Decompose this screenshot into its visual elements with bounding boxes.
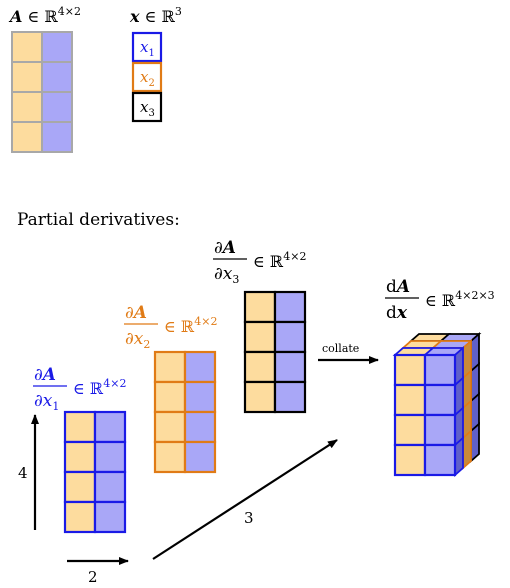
partial-matrix-cell [273, 290, 307, 324]
tensor-side-face [470, 422, 480, 463]
section-title: Partial derivatives: [17, 210, 180, 230]
matrix-a-cell [11, 61, 43, 93]
partial-matrix-cell [273, 320, 307, 354]
partial-matrix-cell [153, 350, 187, 384]
partial-matrix-cell [93, 470, 127, 504]
total-derivative: dA dx ∈ ℝ4×2×3 [385, 277, 495, 323]
partial-matrix-cell [273, 350, 307, 384]
partial-matrix-cell [243, 350, 277, 384]
matrix-a [11, 31, 73, 153]
axis-arrow-diagonal [152, 439, 338, 560]
partial-label-x3-numerator: ∂A [214, 238, 236, 258]
vector-x-cell-2 [131, 61, 163, 93]
partial-label-x3-denominator: ∂x3 [214, 264, 239, 286]
vector-x-cell-3 [131, 91, 163, 123]
partial-label-x2-denominator: ∂x2 [125, 329, 150, 351]
partial-matrix-x1 [63, 410, 127, 534]
matrix-a-cell [11, 121, 43, 153]
partial-matrix-cell [63, 500, 97, 534]
axis-label-horizontal: 2 [88, 568, 98, 586]
partial-derivative-matrices [63, 290, 307, 534]
matrix-a-cell [11, 91, 43, 123]
collate-label: collate [322, 342, 359, 355]
partial-matrix-cell [243, 290, 277, 324]
partial-label-x1: ∂A ∂x1 ∈ ℝ4×2 [33, 365, 126, 413]
matrix-a-label: A ∈ ℝ4×2 [8, 5, 81, 26]
total-derivative-space: ∈ ℝ4×2×3 [425, 289, 495, 310]
partial-matrix-cell [93, 410, 127, 444]
partial-matrix-cell [183, 410, 217, 444]
partial-matrix-cell [273, 380, 307, 414]
partial-derivative-labels: ∂A ∂x1 ∈ ℝ4×2 ∂A ∂x2 ∈ ℝ4×2 ∂A ∂x3 ∈ ℝ4×2 [33, 238, 306, 413]
partial-label-x2-space: ∈ ℝ4×2 [164, 315, 217, 336]
tensor-front-cell [423, 443, 457, 477]
partial-matrix-cell [93, 500, 127, 534]
partial-label-x3: ∂A ∂x3 ∈ ℝ4×2 [213, 238, 306, 286]
derivative-tensor-3d [392, 332, 482, 477]
tensor-front-cell [393, 413, 427, 447]
tensor-front-cell [393, 383, 427, 417]
partial-matrix-x2 [153, 350, 217, 474]
tensor-front-cell [393, 353, 427, 387]
partial-matrix-x3 [243, 290, 307, 414]
tensor-front-cell [423, 353, 457, 387]
partial-matrix-cell [63, 470, 97, 504]
partial-label-x1-denominator: ∂x1 [34, 391, 59, 413]
vector-x-entry-2: x2 [140, 68, 155, 89]
vector-x: x1 x2 x3 [131, 31, 163, 123]
matrix-a-cell [41, 61, 73, 93]
partial-label-x3-space: ∈ ℝ4×2 [253, 250, 306, 271]
partial-label-x2: ∂A ∂x2 ∈ ℝ4×2 [124, 303, 217, 351]
vector-x-entry-1: x1 [140, 38, 155, 59]
partial-matrix-cell [183, 380, 217, 414]
total-derivative-numerator: dA [386, 277, 410, 297]
matrix-a-cell [41, 91, 73, 123]
partial-label-x1-space: ∈ ℝ4×2 [73, 377, 126, 398]
tensor-front-cell [423, 383, 457, 417]
vector-x-entry-3: x3 [140, 98, 155, 119]
vector-x-label: x ∈ ℝ3 [129, 5, 182, 26]
tensor-front-cell [393, 443, 427, 477]
tensor-side-face [462, 429, 472, 470]
partial-matrix-cell [183, 350, 217, 384]
axis-label-vertical: 4 [18, 464, 28, 482]
tensor-front-cell [423, 413, 457, 447]
partial-matrix-cell [243, 320, 277, 354]
vector-x-cell-1 [131, 31, 163, 63]
matrix-a-cell [41, 121, 73, 153]
partial-matrix-cell [63, 440, 97, 474]
partial-matrix-cell [93, 440, 127, 474]
partial-matrix-cell [183, 440, 217, 474]
total-derivative-denominator: dx [386, 303, 408, 323]
partial-label-x1-numerator: ∂A [34, 365, 56, 385]
total-derivative-label: dA dx ∈ ℝ4×2×3 [385, 277, 495, 323]
matrix-a-cell [41, 31, 73, 63]
partial-matrix-cell [153, 380, 187, 414]
matrix-a-cell [11, 31, 43, 63]
tensor-side-face [454, 436, 464, 477]
axis-label-diagonal: 3 [244, 509, 254, 527]
partial-matrix-cell [153, 440, 187, 474]
partial-matrix-cell [153, 410, 187, 444]
partial-label-x2-numerator: ∂A [125, 303, 147, 323]
partial-matrix-cell [243, 380, 277, 414]
partial-matrix-cell [63, 410, 97, 444]
